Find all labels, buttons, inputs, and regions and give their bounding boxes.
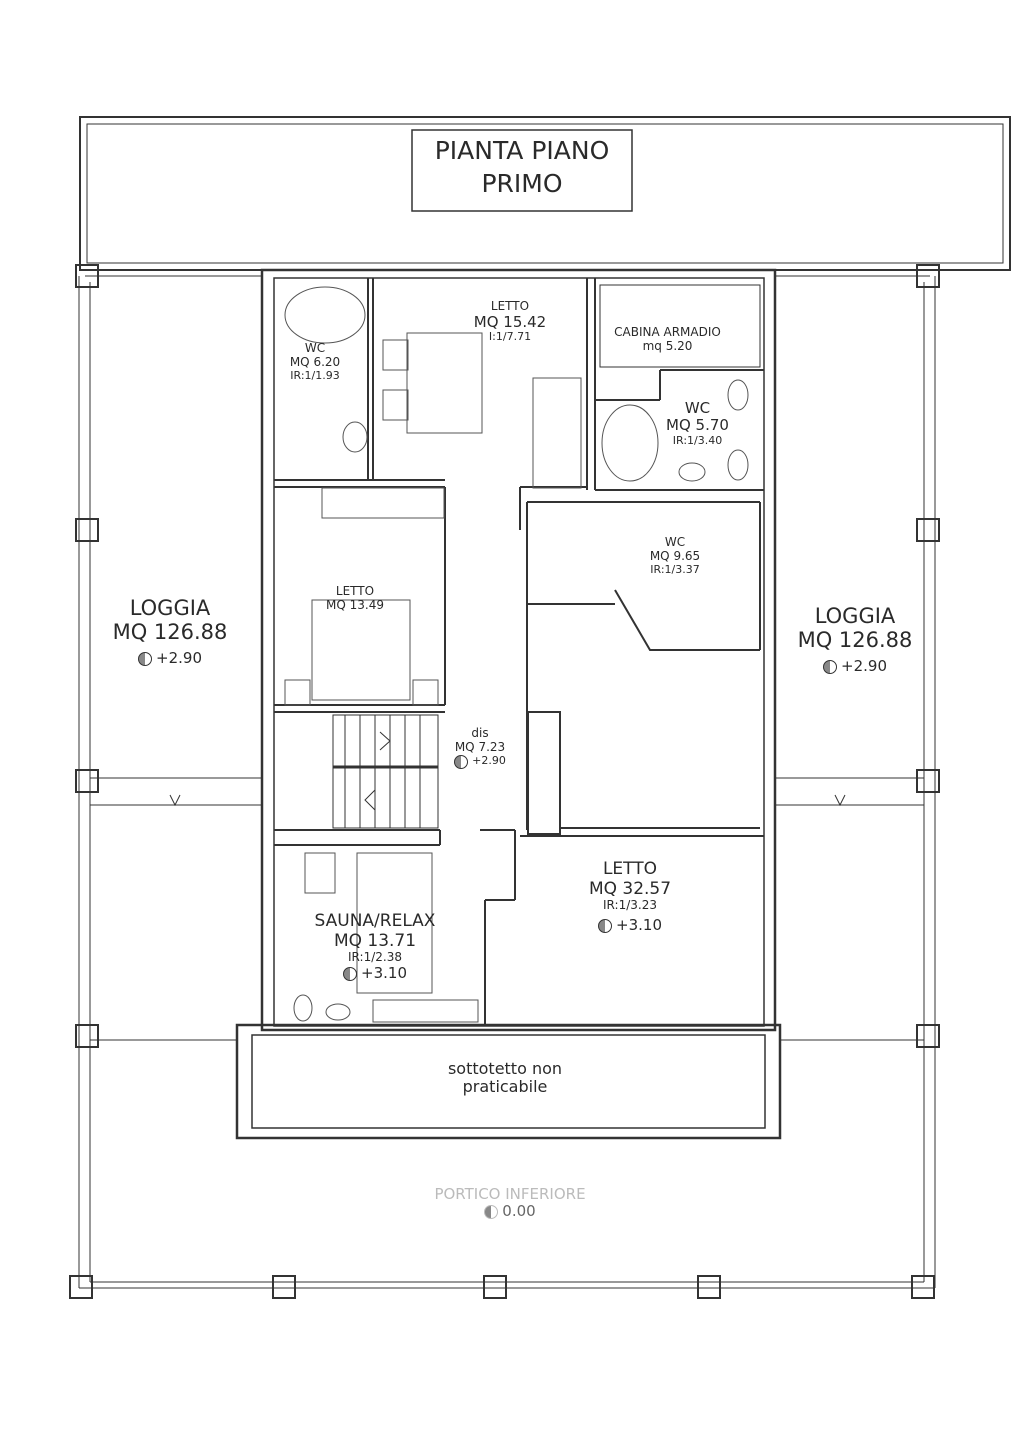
sottotetto-line-2: praticabile — [462, 1077, 548, 1097]
title-line-2: PRIMO — [481, 168, 563, 198]
room-area: MQ 7.23 — [454, 739, 506, 754]
level-marker-icon — [138, 651, 153, 666]
room-ratio: I:1/7.71 — [488, 330, 532, 344]
columns — [69, 264, 940, 1299]
loggia-outline — [78, 275, 936, 1289]
room-area: MQ 5.70 — [666, 416, 729, 435]
room-ratio: IR:1/3.23 — [603, 898, 657, 913]
title-box — [411, 129, 633, 212]
room-name: dis — [471, 726, 489, 740]
room-cabina-armadio: CABINA ARMADIO mq 5.20 — [600, 325, 735, 354]
room-wc3: WC MQ 9.65 IR:1/3.37 — [630, 535, 720, 576]
room-area: MQ 6.20 — [289, 354, 341, 369]
room-area: MQ 9.65 — [649, 548, 701, 563]
room-name: LETTO — [335, 584, 375, 598]
furniture — [284, 286, 749, 1023]
portico-level: 0.00 — [502, 1202, 536, 1221]
room-name: WC — [664, 535, 686, 549]
room-ratio: IR:1/3.40 — [672, 433, 723, 447]
room-letto2: LETTO MQ 13.49 — [305, 584, 405, 613]
room-ratio: IR:1/2.38 — [348, 950, 402, 965]
room-area: MQ 15.42 — [473, 312, 547, 331]
room-wc1: WC MQ 6.20 IR:1/1.93 — [275, 341, 355, 382]
room-letto3: LETTO MQ 32.57 IR:1/3.23 +3.10 — [560, 859, 700, 938]
room-level: +3.10 — [616, 915, 662, 934]
loggia-level: +2.90 — [841, 657, 887, 676]
loggia-name: LOGGIA — [129, 596, 211, 620]
page-title: PIANTA PIANO PRIMO — [412, 135, 632, 200]
level-marker-icon — [484, 1204, 499, 1219]
room-level: +3.10 — [361, 963, 407, 982]
room-ratio: IR:1/1.93 — [290, 368, 340, 382]
loggia-name: LOGGIA — [814, 604, 896, 628]
portico-label: PORTICO INFERIORE 0.00 — [400, 1185, 620, 1223]
room-name: WC — [684, 399, 711, 417]
room-name: WC — [304, 341, 326, 355]
room-ratio: IR:1/3.37 — [650, 562, 700, 576]
level-marker-icon — [454, 754, 469, 769]
room-sauna-relax: SAUNA/RELAX MQ 13.71 IR:1/2.38 +3.10 — [300, 911, 450, 986]
room-dis: dis MQ 7.23 +2.90 — [440, 726, 520, 772]
room-name: CABINA ARMADIO — [614, 325, 721, 339]
room-area: MQ 13.49 — [326, 597, 384, 612]
title-line-1: PIANTA PIANO — [434, 136, 610, 165]
room-area: mq 5.20 — [642, 338, 693, 353]
level-marker-icon — [343, 966, 358, 981]
room-name: LETTO — [602, 859, 658, 879]
loggia-right: LOGGIA MQ 126.88 +2.90 — [780, 604, 930, 679]
portico-name: PORTICO INFERIORE — [434, 1185, 586, 1203]
room-name: SAUNA/RELAX — [314, 911, 436, 931]
loggia-left: LOGGIA MQ 126.88 +2.90 — [95, 596, 245, 671]
sottotetto-label: sottotetto non praticabile — [400, 1059, 610, 1097]
loggia-area: MQ 126.88 — [797, 628, 913, 653]
stairs — [332, 714, 439, 829]
sottotetto-line-1: sottotetto non — [447, 1059, 563, 1078]
level-marker-icon — [823, 659, 838, 674]
interior-walls — [274, 278, 764, 1026]
room-area: MQ 32.57 — [588, 878, 672, 899]
room-wc2: WC MQ 5.70 IR:1/3.40 — [655, 399, 740, 447]
room-letto1: LETTO MQ 15.42 I:1/7.71 — [460, 299, 560, 344]
room-area: MQ 13.71 — [333, 930, 417, 951]
room-name: LETTO — [490, 299, 530, 313]
building-walls — [235, 268, 782, 1140]
loggia-level: +2.90 — [156, 649, 202, 668]
level-marker-icon — [598, 918, 613, 933]
room-level: +2.90 — [472, 754, 506, 768]
loggia-area: MQ 126.88 — [112, 620, 228, 645]
